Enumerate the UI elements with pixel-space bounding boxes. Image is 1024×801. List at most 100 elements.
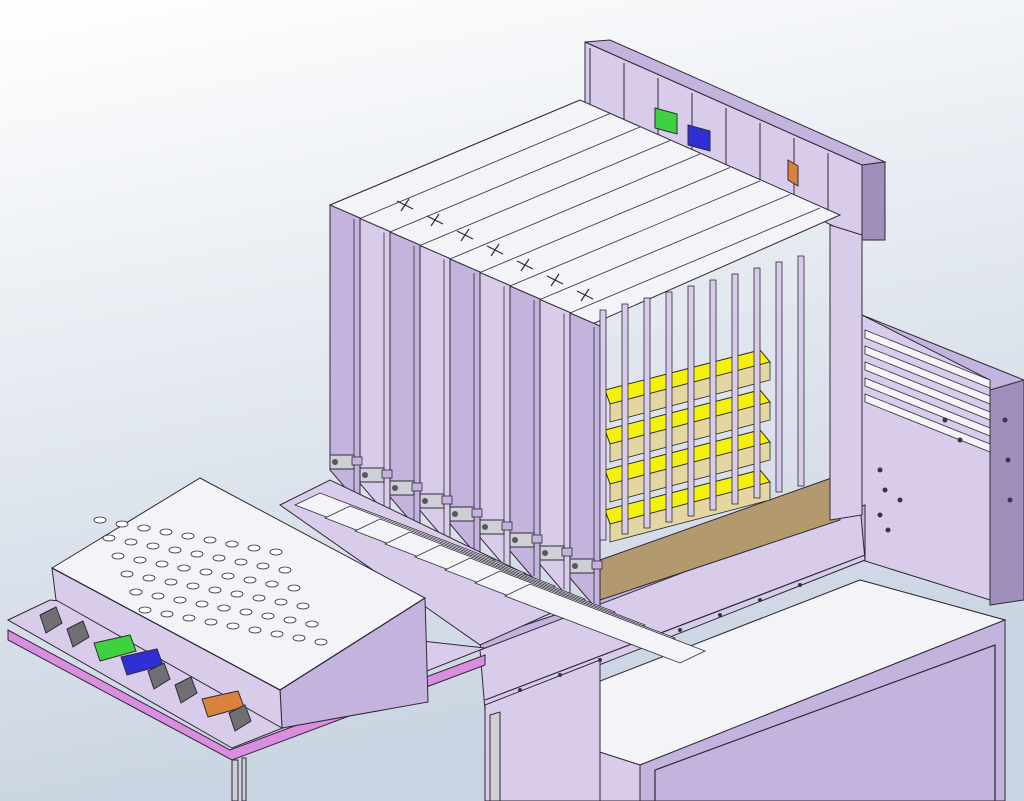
tower-base-platform (479, 504, 866, 801)
conveyor-rail (503, 583, 707, 664)
tray-hole (155, 560, 169, 568)
tray-hole (221, 572, 235, 580)
cabinet-slat (864, 345, 991, 405)
tray-hole (195, 600, 209, 608)
column-top-cross-marks (396, 198, 594, 302)
cross-mark (516, 258, 534, 272)
tray-hole (129, 588, 143, 596)
cabinet-hole (1007, 497, 1013, 503)
actuator-port (422, 498, 428, 504)
tray-hole (208, 586, 222, 594)
right-cabinet-slats (864, 329, 991, 453)
tray-hole (186, 582, 200, 590)
base-hole (718, 613, 722, 617)
tray-hole (248, 626, 262, 634)
bottom-bin-gray (39, 606, 63, 634)
tray-hole (296, 602, 310, 610)
cabinet-hole (885, 527, 891, 533)
tray-hole (212, 554, 226, 562)
cross-mark (576, 288, 594, 302)
actuator-rod (591, 560, 603, 570)
cabinet-hole (877, 467, 883, 473)
tray-hole (239, 608, 253, 616)
vertical-storage-tower (328, 99, 863, 615)
cross-mark (396, 198, 414, 212)
cabinet-slat (864, 361, 991, 421)
actuator-port (362, 472, 368, 478)
bottom-bin-green (93, 634, 137, 662)
tray-hole (256, 562, 270, 570)
cabinet-slat (864, 393, 991, 453)
column-top-line (569, 207, 821, 314)
tray-hole (261, 612, 275, 620)
tray-hole (133, 556, 147, 564)
tray-hole (217, 604, 231, 612)
tray-hole (168, 546, 182, 554)
actuator-port (332, 459, 338, 465)
column-top-line (509, 180, 761, 287)
tray-hole (102, 534, 116, 542)
tray-hole (164, 578, 178, 586)
top-bin-orange (787, 159, 799, 187)
tray-hole (146, 542, 160, 550)
cross-mark (426, 213, 444, 227)
tray-hole (247, 544, 261, 552)
cabinet-hole (877, 512, 883, 518)
bottom-bin-gray (147, 662, 171, 690)
actuator-rod (381, 469, 393, 479)
top-bin-blue (687, 124, 711, 152)
column-top-line (359, 113, 611, 219)
tray-hole (234, 558, 248, 566)
front-picking-tray (6, 477, 486, 761)
actuator-rod (531, 534, 543, 544)
actuator-port (572, 563, 578, 569)
base-hole (758, 598, 762, 602)
interior-vertical-bars (599, 255, 805, 541)
interior-bar (709, 279, 717, 511)
tray-hole (270, 630, 284, 638)
tray-hole (283, 616, 297, 624)
bottom-bin-gray (66, 620, 90, 648)
front-tray-bins (39, 606, 252, 732)
actuator-rod (351, 456, 363, 466)
top-tray-bins (654, 107, 799, 187)
tray-hole (190, 550, 204, 558)
actuator-port (452, 511, 458, 517)
tray-hole (265, 580, 279, 588)
tray-hole (226, 622, 240, 630)
storage-column-panels (329, 99, 821, 615)
top-tray-slot-dividers (589, 48, 863, 226)
tray-hole (269, 548, 283, 556)
tray-hole (199, 568, 213, 576)
cabinet-hole (1002, 417, 1008, 423)
actuator-rod (441, 495, 453, 505)
lower-front-cabinet (498, 579, 1007, 801)
tray-hole (274, 598, 288, 606)
cross-mark (546, 273, 564, 287)
cabinet-hole (882, 487, 888, 493)
interior-bar (665, 291, 673, 523)
cabinet-hole (957, 437, 963, 443)
pneumatic-actuator-row (329, 454, 603, 574)
actuator-rod (471, 508, 483, 518)
interior-bar (731, 273, 739, 505)
tray-hole (243, 576, 257, 584)
tray-hole (314, 638, 328, 646)
base-hole (518, 688, 522, 692)
tray-hole (225, 540, 239, 548)
tray-hole (137, 524, 151, 532)
interior-bar (753, 267, 761, 499)
tray-hole (230, 590, 244, 598)
tray-hole (252, 594, 266, 602)
interior-bar (687, 285, 695, 517)
tray-hole (278, 566, 292, 574)
actuator-rod (501, 521, 513, 531)
tray-hole (151, 592, 165, 600)
tray-hole (182, 614, 196, 622)
tray-hole (115, 520, 129, 528)
actuator-rod (411, 482, 423, 492)
tray-hole (305, 620, 319, 628)
column-top-line (479, 167, 731, 273)
interior-bar (621, 303, 629, 535)
